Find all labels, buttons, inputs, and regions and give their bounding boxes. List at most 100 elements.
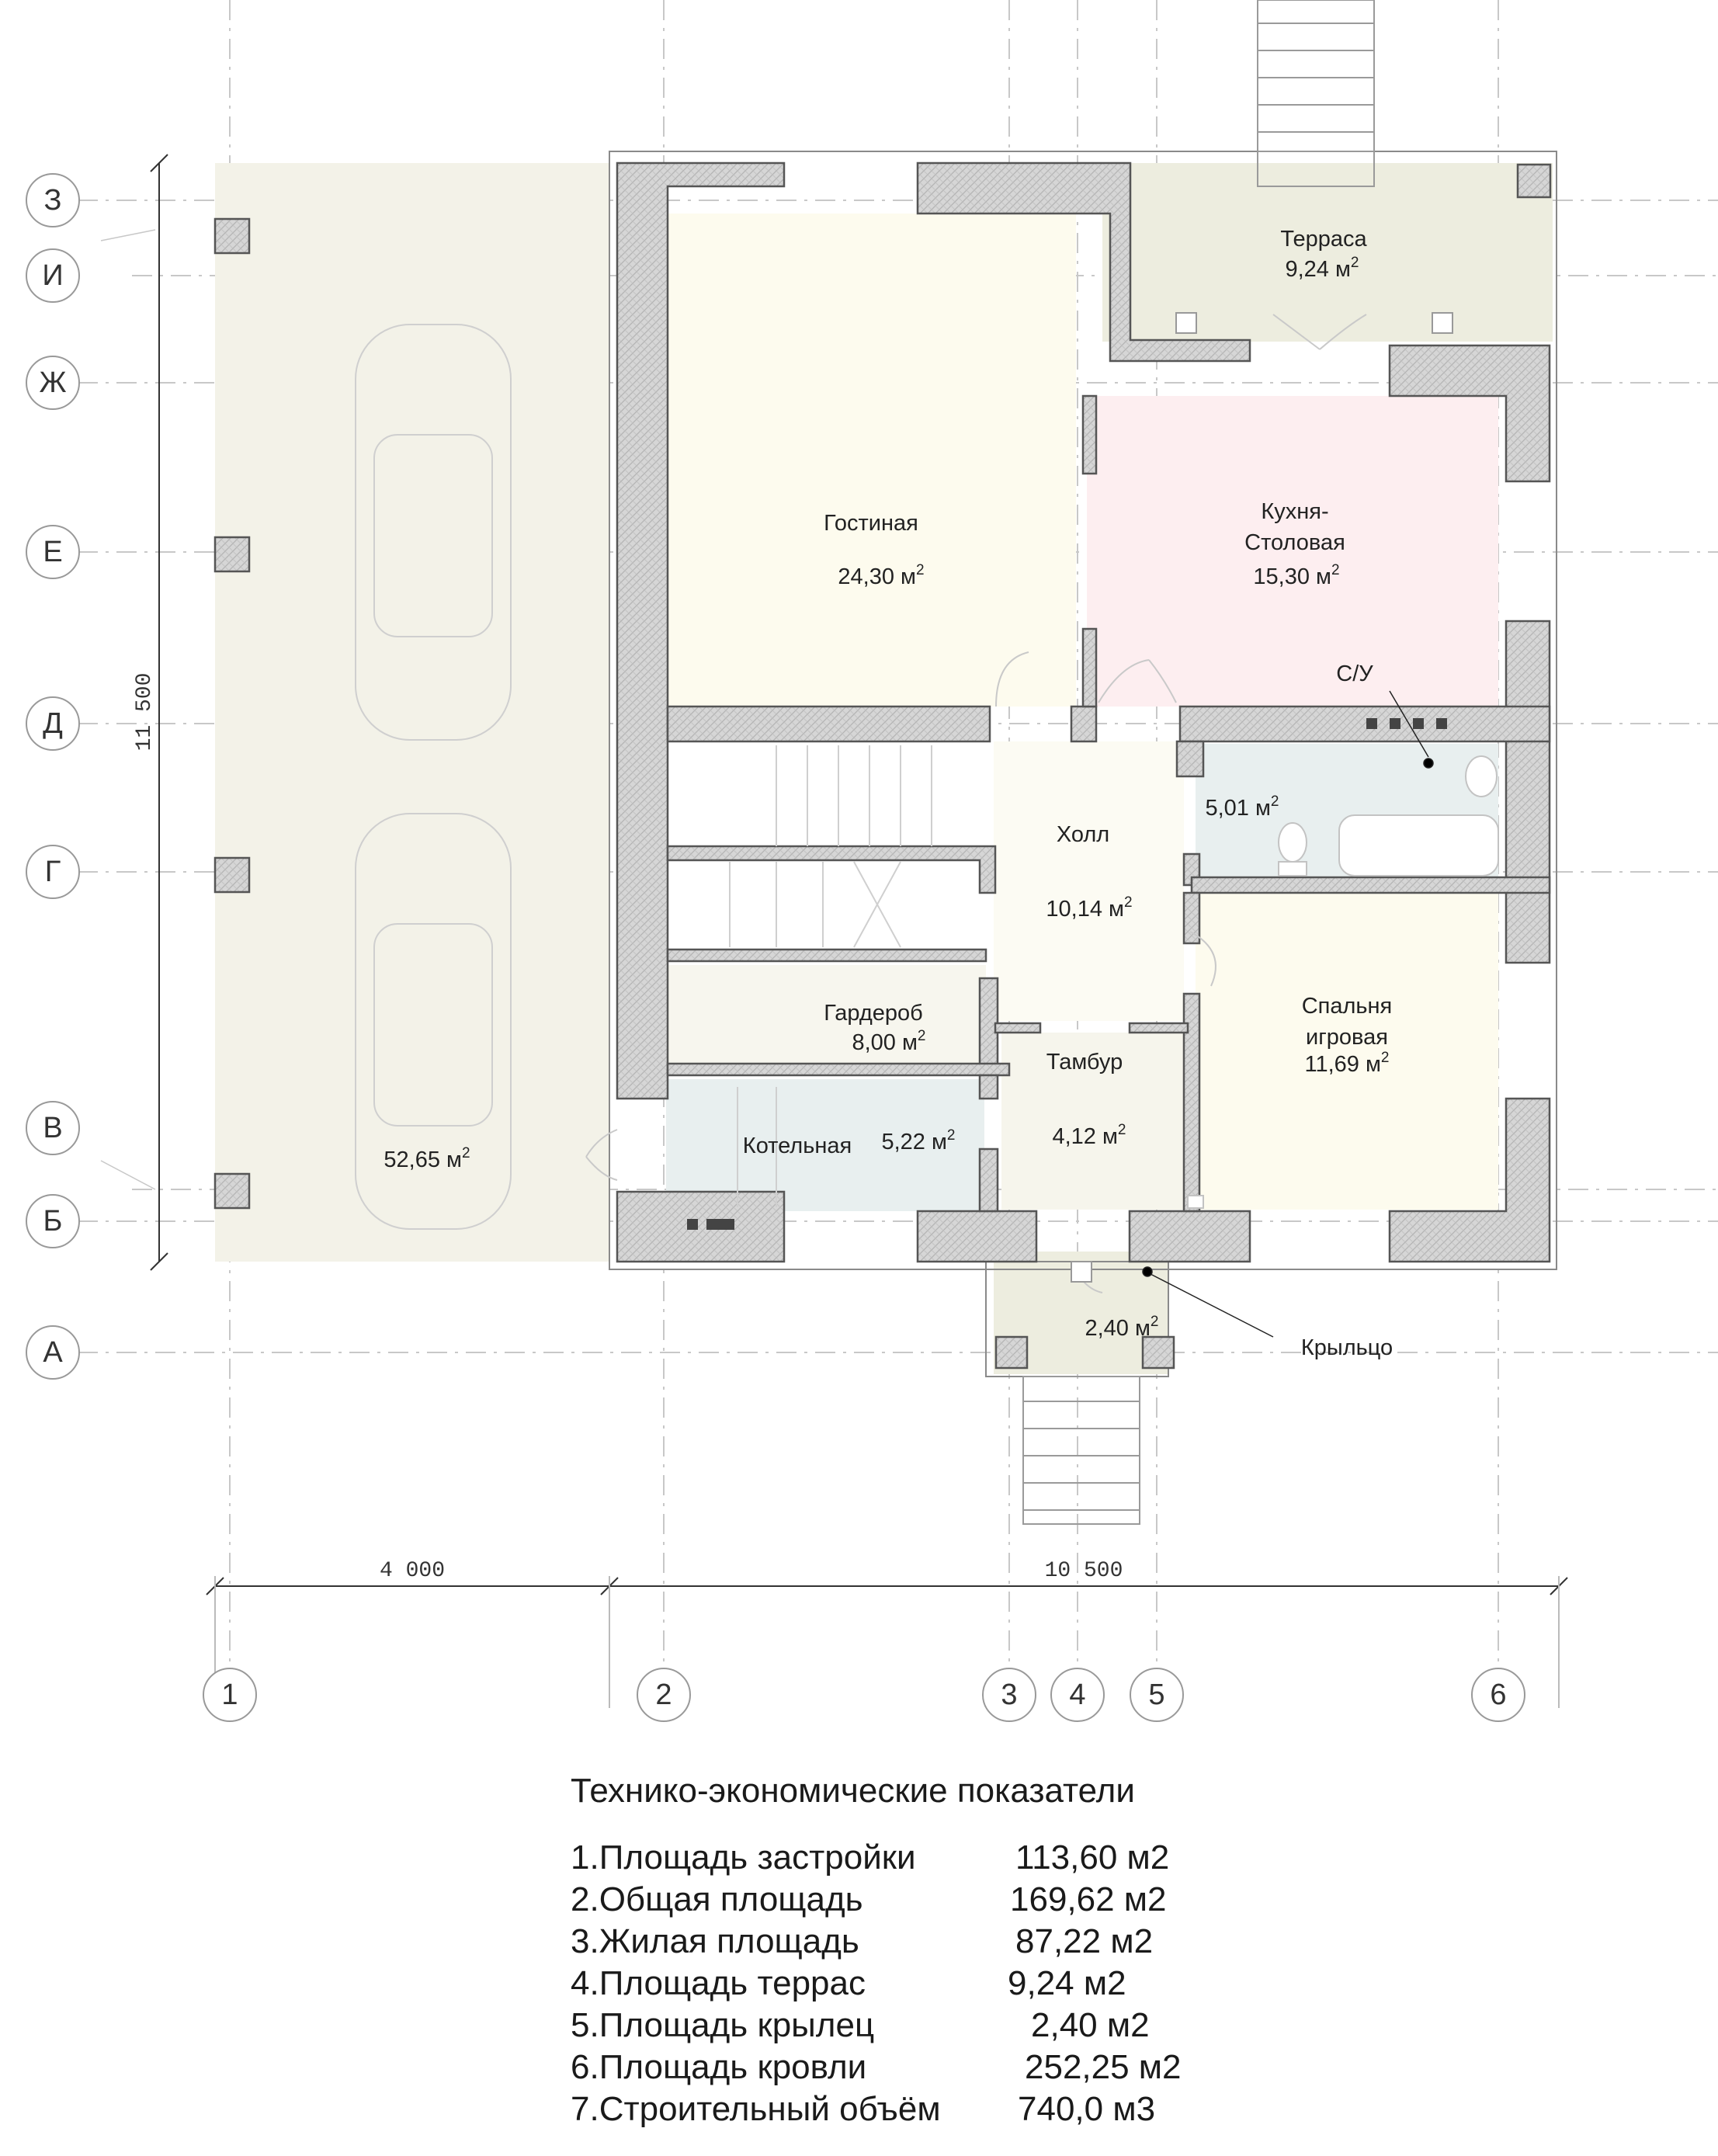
indicator-row: 5.Площадь крылец 2,40 м2 [571,2006,1150,2048]
axis-label-5: 5 [1148,1679,1164,1711]
axis-marker-Г [26,845,80,899]
axis-label-Е: Е [43,536,62,568]
axis-marker-4 [1050,1668,1105,1722]
room-name-vestibule: Тамбур [1046,1050,1123,1075]
leader-lines [1142,690,1434,1338]
axis-marker-В [26,1101,80,1155]
axis-label-В: В [43,1112,62,1144]
room-name-kitchen-line-2: Столовая [1244,530,1345,555]
indicator-value: 113,60 м2 [1015,1838,1170,1877]
indicator-label: 5.Площадь крылец [571,2006,875,2044]
room-name-bedroom-line-2: игровая [1306,1025,1388,1050]
indicator-label: 6.Площадь кровли [571,2048,867,2086]
car-outlines [355,324,512,1230]
axis-label-И: И [42,259,63,292]
indicator-label: 4.Площадь террас [571,1964,866,2002]
axis-marker-3 [982,1668,1036,1722]
dimension-house-width: 10 500 [1045,1559,1123,1583]
exterior-steps [1022,0,1375,1525]
axis-label-3: 3 [1001,1679,1017,1711]
vestibule-floor [1001,1033,1184,1210]
indicator-value: 2,40 м2 [1031,2006,1150,2044]
axis-marker-5 [1130,1668,1184,1722]
indicator-label: 1.Площадь застройки [571,1838,916,1877]
room-area-hall: 10,14 м2 [1046,894,1132,922]
axis-label-Г: Г [45,856,61,888]
axis-marker-Е [26,525,80,579]
room-name-living: Гостиная [824,511,918,536]
terrace-floor [1102,163,1553,342]
axis-label-А: А [43,1336,63,1369]
axis-label-Д: Д [43,707,63,740]
axis-marker-Д [26,696,80,751]
hall-floor [994,741,1184,1021]
car-top [355,324,512,741]
indicator-row: 7.Строительный объём 740,0 м3 [571,2090,1155,2132]
indicators-title: Технико-экономические показатели [571,1772,1135,1810]
indicator-value: 740,0 м3 [1018,2090,1156,2128]
room-name-bedroom-line-1: Спальня [1302,994,1393,1019]
kitchen-floor [1087,396,1498,707]
indicator-value: 169,62 м2 [1010,1880,1167,1918]
axis-label-Ж: Ж [39,366,66,399]
room-area-garage: 52,65 м2 [384,1145,470,1172]
room-area-boiler: 5,22 м2 [881,1127,955,1154]
axis-label-4: 4 [1069,1679,1085,1711]
axis-label-Б: Б [43,1205,63,1238]
room-area-living: 24,30 м2 [838,562,924,589]
axis-marker-1 [203,1668,257,1722]
axis-marker-Б [26,1194,80,1248]
axis-marker-6 [1471,1668,1525,1722]
axis-marker-Ж [26,356,80,410]
dimension-total-depth: 11 500 [133,673,157,752]
walls [213,161,1552,1370]
room-area-bedroom: 11,69 м2 [1305,1050,1390,1077]
room-area-kitchen: 15,30 м2 [1253,562,1339,589]
axis-marker-И [26,248,80,303]
bathroom-fixtures [687,312,1499,1283]
indicator-row: 3.Жилая площадь 87,22 м2 [571,1922,1153,1964]
indicator-label: 2.Общая площадь [571,1880,863,1918]
staircase [729,745,932,1207]
indicator-row: 6.Площадь кровли 252,25 м2 [571,2048,1182,2090]
indicator-row: 2.Общая площадь 169,62 м2 [571,1880,1167,1922]
room-area-wardrobe: 8,00 м2 [852,1028,925,1055]
bathtub [1338,814,1499,877]
room-name-bedroom: Спальня игровая [1302,994,1393,1050]
boiler-floor [666,1079,984,1211]
axis-marker-А [26,1325,80,1380]
toilet-icon [1278,822,1307,863]
indicator-label: 3.Жилая площадь [571,1922,859,1960]
indicator-row: 4.Площадь террас 9,24 м2 [571,1964,1135,2006]
room-name-wardrobe: Гардероб [824,1001,923,1026]
indicator-value: 252,25 м2 [1025,2048,1182,2086]
dimension-lines [150,154,1568,1708]
bedroom-floor [1196,891,1498,1210]
axis-marker-2 [637,1668,691,1722]
room-name-hall: Холл [1057,822,1109,847]
indicator-row: 1.Площадь застройки 113,60 м2 [571,1838,1169,1880]
room-name-kitchen-line-1: Кухня- [1261,499,1328,524]
axis-marker-З [26,173,80,227]
room-name-bathroom: С/У [1336,661,1373,686]
room-name-boiler: Котельная [743,1134,852,1158]
room-name-porch: Крыльцо [1301,1335,1393,1360]
room-area-vestibule: 4,12 м2 [1052,1122,1126,1149]
room-area-porch: 2,40 м2 [1085,1314,1158,1341]
garage-floor [215,163,609,1262]
axis-label-6: 6 [1490,1679,1506,1711]
room-name-terrace: Терраса [1280,227,1367,252]
wardrobe-floor [666,965,986,1064]
axis-label-З: З [44,184,62,217]
indicator-value: 9,24 м2 [1008,1964,1126,2002]
axis-label-2: 2 [655,1679,672,1711]
room-name-kitchen: Кухня- Столовая [1244,499,1345,555]
door-swings [585,314,1367,1293]
dimension-garage-width: 4 000 [380,1559,445,1583]
room-area-bathroom: 5,01 м2 [1205,793,1279,821]
indicator-value: 87,22 м2 [1015,1922,1154,1960]
room-area-terrace: 9,24 м2 [1285,255,1359,282]
axis-label-1: 1 [221,1679,238,1711]
technical-indicators: Технико-экономические показатели 1.Площа… [571,1772,1182,2132]
